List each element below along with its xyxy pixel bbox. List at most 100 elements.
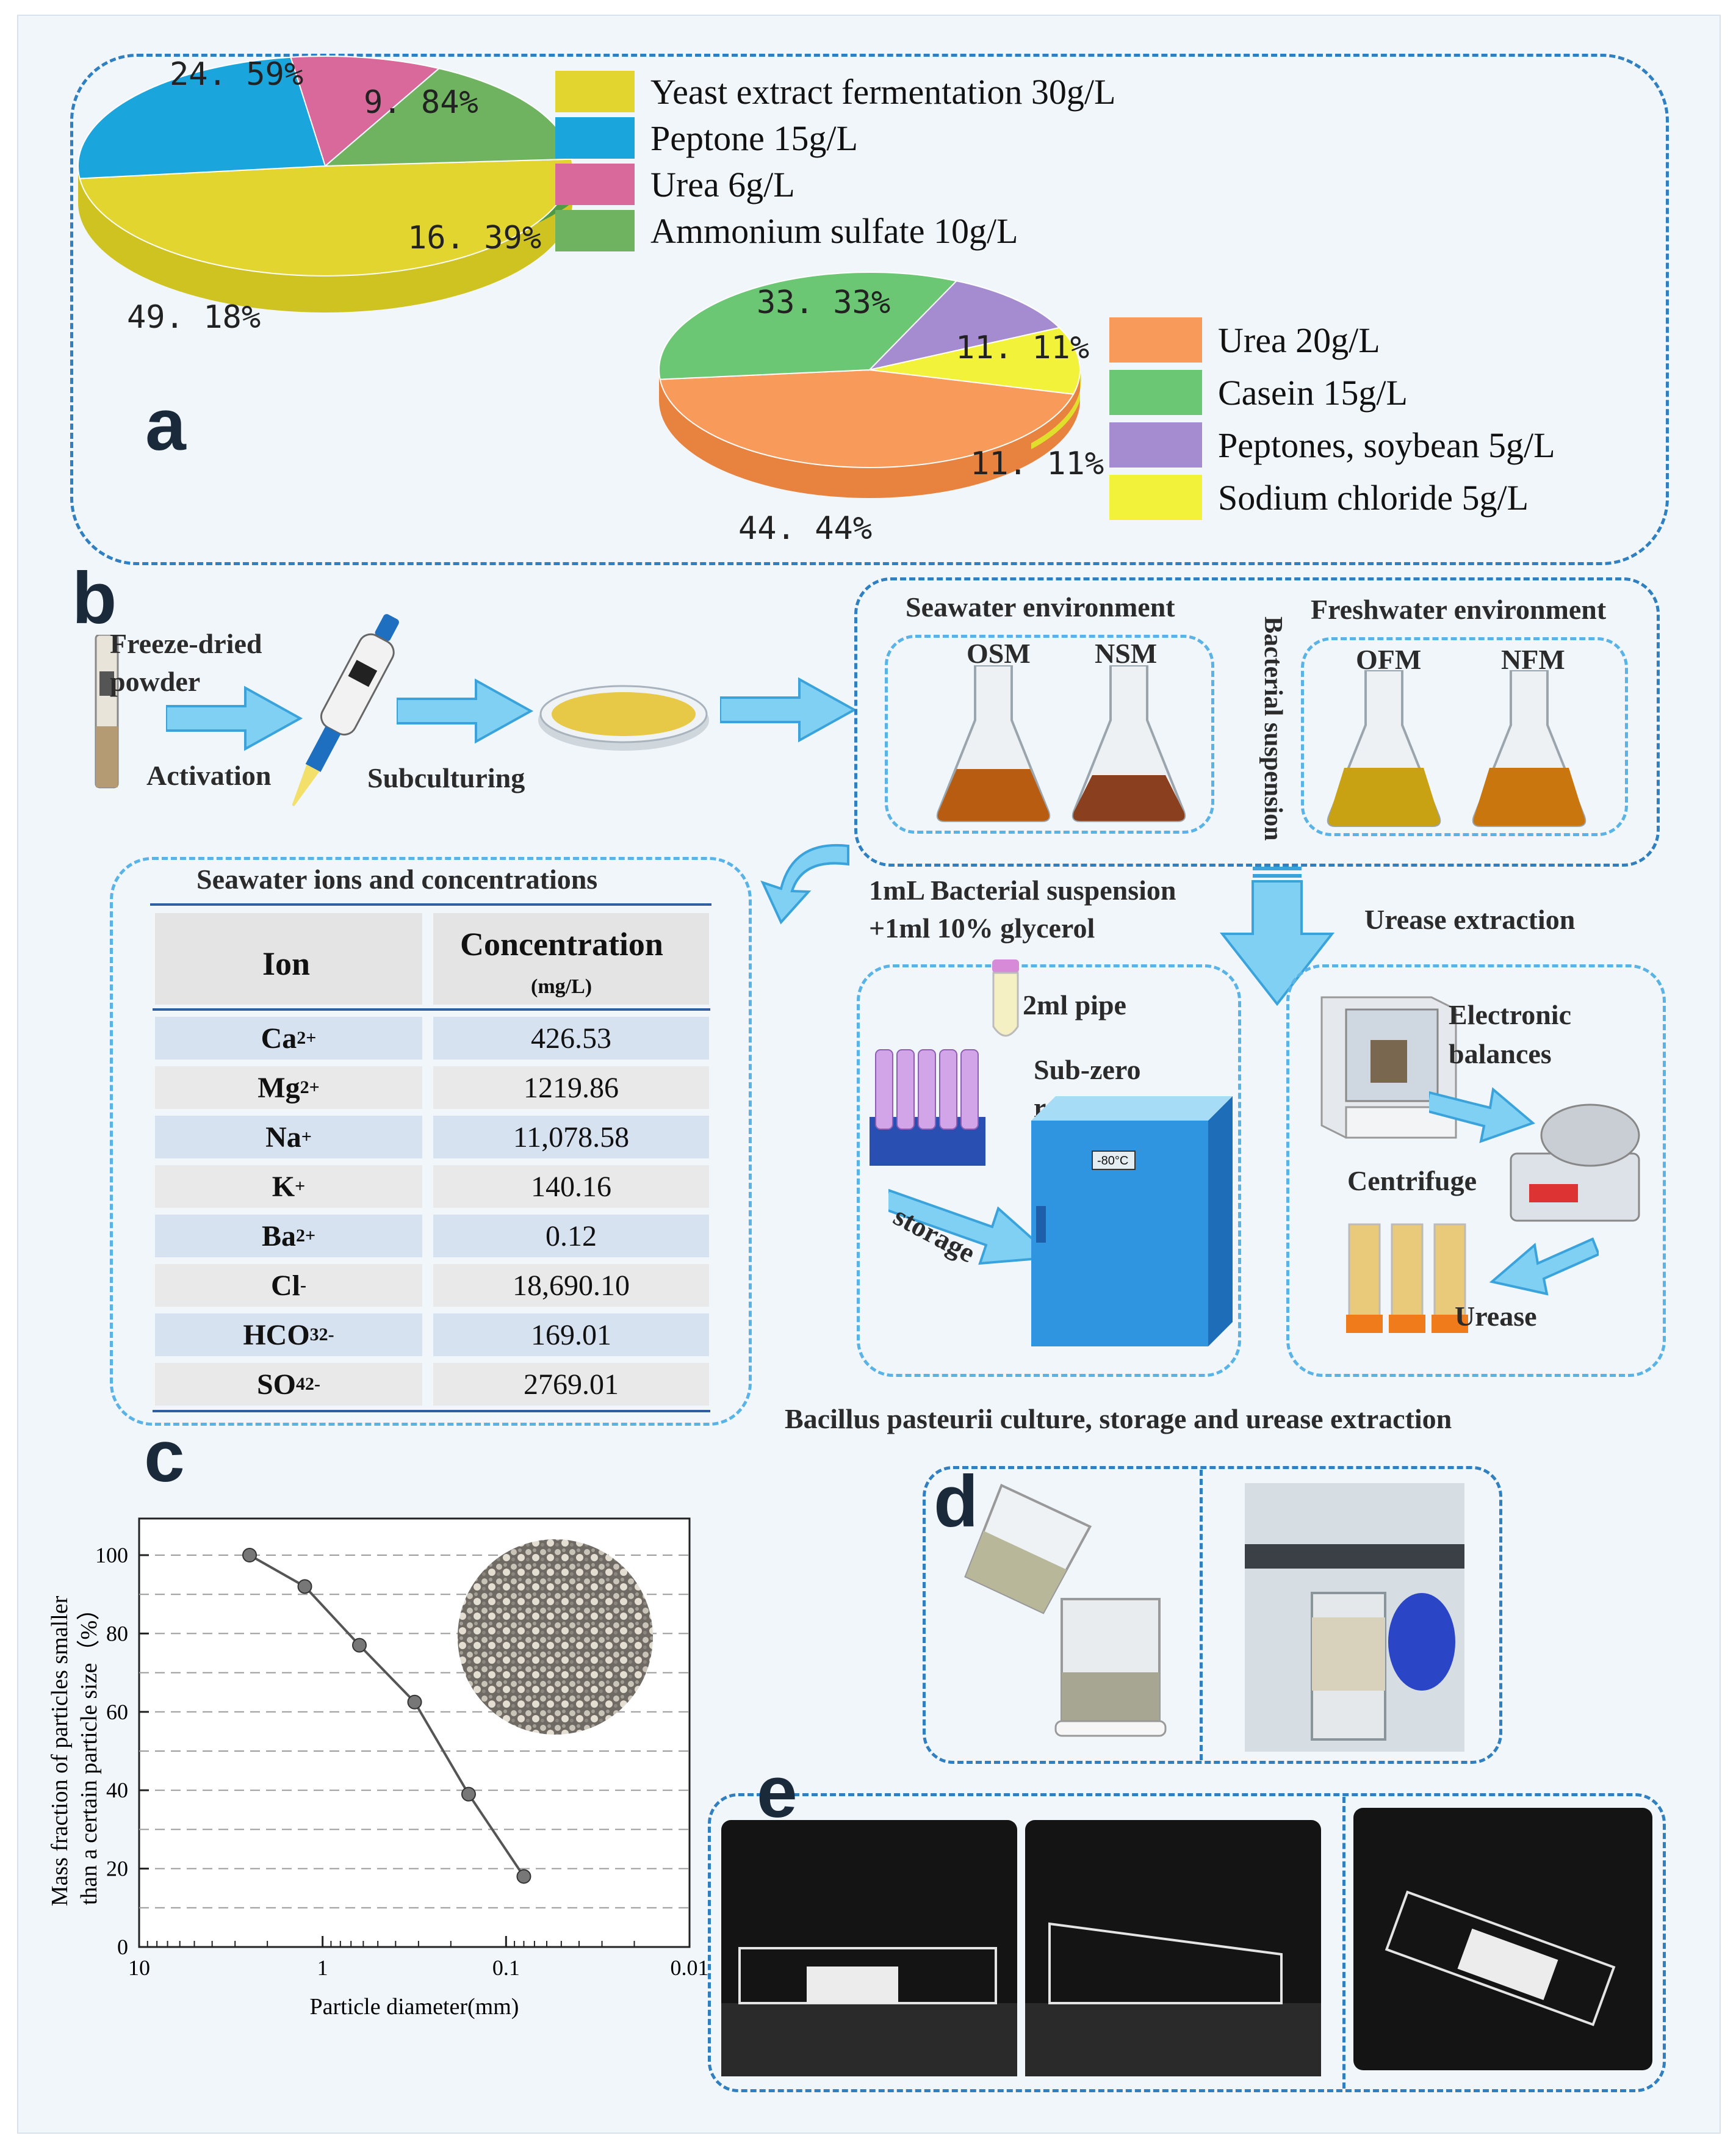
pie-chart-1 xyxy=(77,56,573,312)
data-point xyxy=(351,1638,367,1653)
pie2-pct-nacl: 11. 11% xyxy=(970,446,1104,482)
to-media-arrow-icon xyxy=(720,677,857,743)
centrifuge-icon xyxy=(1510,1103,1640,1222)
to-centrifuge-arrow-icon xyxy=(1429,1087,1535,1144)
flask-nsm-icon xyxy=(1071,665,1186,822)
osm-label: OSM xyxy=(967,638,1031,669)
panel-a-frame xyxy=(70,54,1669,565)
mix-line1: 1mL Bacterial suspension xyxy=(869,875,1176,906)
x-tick-label: 10 xyxy=(128,1956,150,1980)
legend-item: Yeast extract fermentation 30g/L xyxy=(555,71,1115,112)
mix-line2: +1ml 10% glycerol xyxy=(869,912,1095,944)
pie1-pct-yeast: 49. 18% xyxy=(127,299,261,336)
legend-item: Peptones, soybean 5g/L xyxy=(1109,422,1555,468)
urease-tubes-icon xyxy=(1346,1223,1468,1333)
data-point xyxy=(516,1869,531,1884)
pie2-pct-casein: 33. 33% xyxy=(757,284,891,321)
pie1-pct-ammonium: 16. 39% xyxy=(408,220,542,256)
pouring-illustration xyxy=(964,1483,1167,1737)
y-tick-label: 100 xyxy=(95,1543,128,1567)
panel-e-frame xyxy=(708,1793,1666,2092)
pie2-pct-soy: 11. 11% xyxy=(956,330,1090,366)
y-axis-label-line2: than a certain particle size（%） xyxy=(76,1597,102,1905)
table-cell-value: 0.12 xyxy=(433,1215,709,1257)
powder-label: powder xyxy=(110,666,201,697)
box-photo-3 xyxy=(1353,1808,1652,2070)
series-line xyxy=(249,1554,525,1877)
seawater-frame xyxy=(885,635,1214,834)
y-tick-label: 20 xyxy=(106,1857,128,1881)
tube-rack-icon xyxy=(870,1049,985,1166)
y-tick-label: 0 xyxy=(117,1935,128,1959)
pipe-label: 2ml pipe xyxy=(1023,989,1126,1020)
balance-icon xyxy=(1320,996,1457,1139)
legend-item: Casein 15g/L xyxy=(1109,370,1408,415)
pie1-pct-urea: 9. 84% xyxy=(364,84,478,121)
table-header-unit: (mg/L) xyxy=(531,975,592,998)
flask-ofm-icon xyxy=(1327,670,1441,827)
flask-osm-icon xyxy=(936,665,1051,822)
pie1-pct-peptone: 24. 59% xyxy=(170,56,304,93)
balances-label-2: balances xyxy=(1449,1038,1552,1069)
panel-d-frame xyxy=(923,1466,1502,1764)
table-cell-value: 18,690.10 xyxy=(433,1264,709,1307)
centrifuge-label: Centrifuge xyxy=(1347,1165,1477,1196)
y-tick-label: 80 xyxy=(106,1621,128,1645)
ion-table-title: Seawater ions and concentrations xyxy=(196,864,598,895)
table-header-rule xyxy=(153,1008,710,1011)
panel-d-divider xyxy=(1200,1470,1203,1760)
pie-slice xyxy=(658,272,958,380)
media-frame xyxy=(854,577,1660,867)
pie-chart-2 xyxy=(658,272,1081,498)
x-tick-label: 0.01 xyxy=(671,1956,709,1980)
seawater-env-label: Seawater environment xyxy=(906,591,1175,623)
table-cell-value: 426.53 xyxy=(433,1017,709,1060)
pie-slice xyxy=(659,369,1075,468)
box-photo-1 xyxy=(721,1820,1017,2076)
subculturing-arrow-icon xyxy=(397,678,534,744)
subzero-label-1: Sub-zero xyxy=(1034,1054,1141,1085)
data-point xyxy=(242,1548,258,1562)
table-header-ion-cell xyxy=(155,913,422,1005)
table-bottom-rule xyxy=(153,1410,710,1412)
panel-label-e: e xyxy=(757,1751,798,1833)
y-tick-label: 40 xyxy=(106,1778,128,1802)
panel-label-d: d xyxy=(934,1461,979,1542)
y-axis-label-line1: Mass fraction of particles smaller xyxy=(47,1595,73,1906)
curved-arrow-icon xyxy=(760,843,849,925)
table-header-conc-cell xyxy=(433,913,709,1005)
data-point xyxy=(407,1694,422,1710)
pie-slice xyxy=(869,327,1081,395)
bacterial-suspension-label: Bacterial suspension xyxy=(1259,616,1287,841)
legend-item: Urea 20g/L xyxy=(1109,317,1380,363)
extraction-frame xyxy=(1286,964,1666,1377)
table-cell-value: 11,078.58 xyxy=(433,1116,709,1158)
data-point xyxy=(461,1786,476,1802)
flask-nfm-icon xyxy=(1472,670,1587,827)
legend-item: Sodium chloride 5g/L xyxy=(1109,475,1529,520)
table-header-concentration: Concentration xyxy=(460,926,663,963)
legend-item: Urea 6g/L xyxy=(555,164,795,205)
petri-dish-icon xyxy=(538,685,709,751)
legend-item: Peptone 15g/L xyxy=(555,117,858,159)
freezer-temp-display: -80°C xyxy=(1097,1154,1128,1168)
x-tick-label: 0.1 xyxy=(492,1956,520,1980)
panel-e-divider xyxy=(1342,1797,1345,2089)
subculturing-label: Subculturing xyxy=(367,762,525,793)
sand-sample-image xyxy=(458,1539,653,1735)
storage-frame xyxy=(857,964,1241,1377)
pie-slice xyxy=(290,56,441,167)
column-photo xyxy=(1245,1483,1464,1752)
table-cell-value: 1219.86 xyxy=(433,1066,709,1109)
table-top-rule xyxy=(150,903,711,906)
x-axis-label: Particle diameter(mm) xyxy=(310,1994,519,2020)
urease-extraction-label: Urease extraction xyxy=(1364,904,1576,935)
y-tick-label: 60 xyxy=(106,1700,128,1724)
urease-label: Urease xyxy=(1455,1301,1537,1332)
vial-icon xyxy=(95,635,119,789)
pie-slice xyxy=(79,158,573,276)
